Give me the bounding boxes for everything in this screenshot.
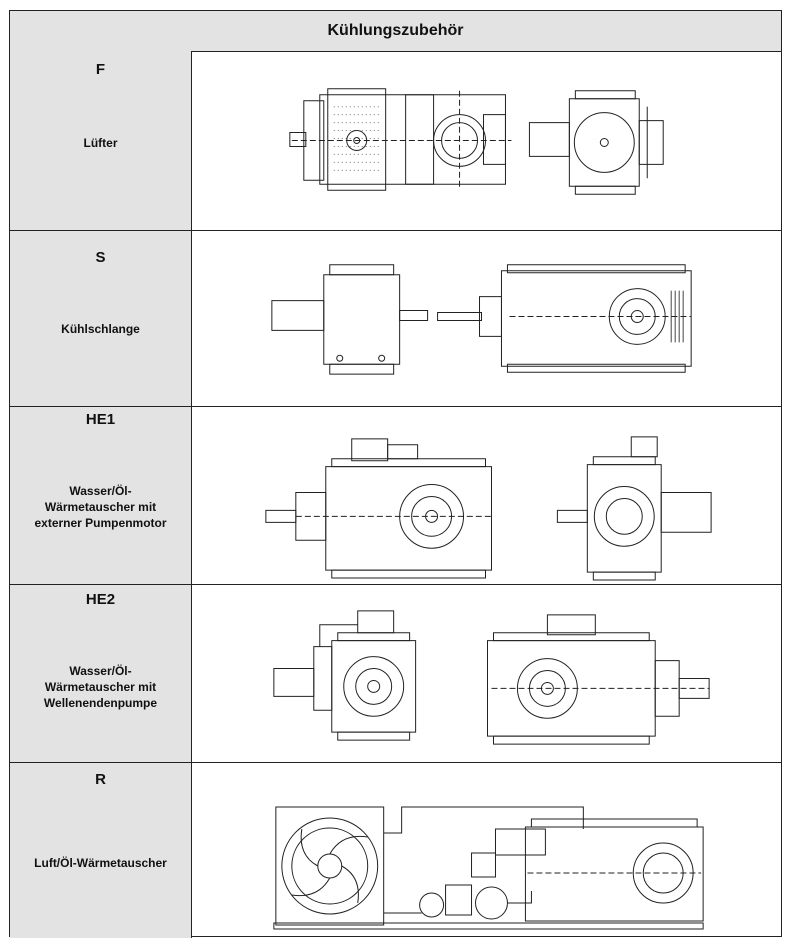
row-code: HE1	[85, 411, 116, 428]
drawing-cell	[192, 231, 781, 406]
row-description: Kühlschlange	[61, 322, 140, 336]
row-label-cell: R Luft/Öl-Wärmetauscher	[10, 763, 192, 938]
table-row-s: S Kühlschlange	[10, 231, 781, 407]
air-oil-heat-exchanger-drawing	[192, 763, 781, 938]
row-description: Lüfter	[83, 136, 118, 150]
row-code: S	[95, 249, 106, 266]
cooling-coil-drawing	[192, 231, 781, 406]
table-row-he1: HE1 Wasser/Öl- Wärmetauscher mit externe…	[10, 407, 781, 585]
row-description: Luft/Öl-Wärmetauscher	[34, 856, 167, 870]
drawing-cell	[192, 585, 781, 762]
table-row-f: F Lüfter	[10, 51, 781, 231]
table-row-he2: HE2 Wasser/Öl- Wärmetauscher mit Wellene…	[10, 585, 781, 763]
drawing-cell	[192, 51, 781, 230]
water-oil-heat-exchanger-shaft-pump-drawing	[192, 585, 781, 762]
row-code: R	[95, 771, 106, 788]
row-label-cell: F Lüfter	[10, 51, 192, 230]
row-description: Wasser/Öl- Wärmetauscher mit Wellenenden…	[43, 664, 158, 710]
drawing-cell	[192, 763, 781, 938]
drawing-cell	[192, 407, 781, 584]
row-label-cell: HE1 Wasser/Öl- Wärmetauscher mit externe…	[10, 407, 192, 584]
row-description: Wasser/Öl- Wärmetauscher mit externer Pu…	[34, 484, 167, 530]
table-row-r: R Luft/Öl-Wärmetauscher	[10, 763, 781, 938]
row-label-cell: S Kühlschlange	[10, 231, 192, 406]
water-oil-heat-exchanger-external-pump-drawing	[192, 407, 781, 584]
row-code: HE2	[85, 591, 116, 608]
cooling-accessories-table: Kühlungszubehör F Lüfter	[9, 10, 782, 938]
row-label-cell: HE2 Wasser/Öl- Wärmetauscher mit Wellene…	[10, 585, 192, 762]
table-title: Kühlungszubehör	[10, 11, 781, 52]
fan-drawing	[192, 51, 781, 230]
row-code: F	[95, 61, 106, 78]
